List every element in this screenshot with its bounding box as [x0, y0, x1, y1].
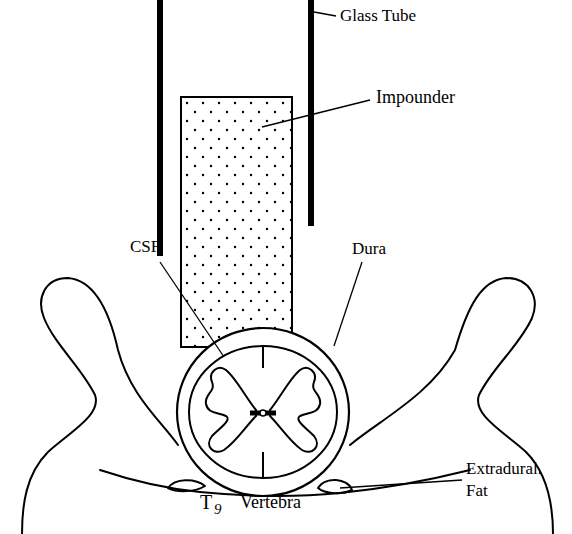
- vertebra-outline: [22, 278, 178, 534]
- vertebra-label: T: [200, 489, 212, 515]
- dura: [177, 328, 349, 496]
- leader-line: [314, 12, 336, 16]
- glass-tube: [157, 0, 163, 256]
- leader-line: [262, 100, 370, 127]
- part-label: Extradural. Fat: [466, 458, 566, 502]
- leader-line: [334, 262, 362, 346]
- vertebra-label: Vertebra: [240, 491, 301, 514]
- central-canal: [260, 410, 266, 416]
- grey-commissure: [250, 411, 276, 416]
- extradural-fat: [318, 480, 352, 493]
- median-fissure: [262, 346, 264, 478]
- impounder: [181, 97, 292, 347]
- extradural-fat: [168, 480, 205, 491]
- vertebra-outline: [350, 278, 553, 534]
- grey-matter: [206, 368, 320, 452]
- part-label: Dura: [352, 238, 386, 260]
- part-label: Impounder: [376, 86, 455, 109]
- leader-line: [340, 480, 462, 488]
- leader-line: [160, 262, 224, 357]
- spinal-cord: [189, 346, 337, 478]
- glass-tube: [308, 0, 314, 226]
- part-label: CSF: [130, 236, 160, 258]
- part-label: Glass Tube: [340, 5, 416, 27]
- vertebra-subscript: 9: [214, 500, 222, 520]
